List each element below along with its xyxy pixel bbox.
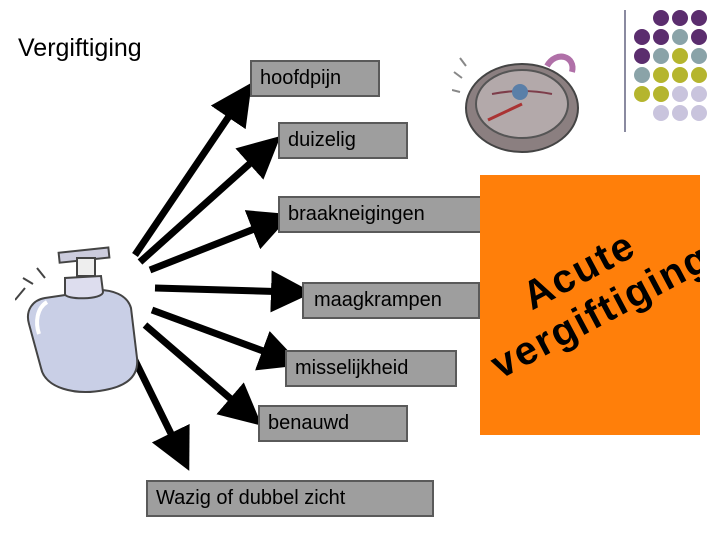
- decor-dot: [691, 29, 707, 45]
- symptom-maagkrampen: maagkrampen: [302, 282, 480, 319]
- dot-grid-decoration: [634, 10, 707, 121]
- decor-dot: [653, 29, 669, 45]
- arrow-misselijkheid: [150, 306, 302, 371]
- decor-dot: [672, 86, 688, 102]
- decor-dot: [653, 10, 669, 26]
- symptom-hoofdpijn: hoofdpijn: [250, 60, 380, 97]
- decor-dot: [653, 105, 669, 121]
- decor-dot: [653, 67, 669, 83]
- stopwatch-icon: [452, 53, 579, 153]
- decor-dot: [672, 67, 688, 83]
- arrow-braakneigingen: [148, 210, 292, 274]
- arrow-maagkrampen: [154, 270, 313, 313]
- symptom-braakneigingen: braakneigingen: [278, 196, 492, 233]
- decor-dot: [672, 29, 688, 45]
- symptom-duizelig: duizelig: [278, 122, 408, 159]
- decor-dot: [691, 10, 707, 26]
- acute-vergiftiging-banner: Acute vergiftiging: [480, 175, 700, 435]
- symptom-wazig-zicht: Wazig of dubbel zicht: [146, 480, 434, 517]
- decor-dot: [691, 48, 707, 64]
- poison-bottle-icon: [15, 246, 139, 393]
- decor-dot: [634, 67, 650, 83]
- decor-dot: [691, 67, 707, 83]
- arrow-benauwd: [142, 322, 262, 426]
- decor-dot: [691, 86, 707, 102]
- decor-dot: [634, 29, 650, 45]
- slide-title: Vergiftiging: [18, 34, 142, 62]
- decor-dot: [672, 10, 688, 26]
- decor-dot: [634, 48, 650, 64]
- decor-dot: [634, 86, 650, 102]
- symptom-misselijkheid: misselijkheid: [285, 350, 457, 387]
- decor-dot: [672, 105, 688, 121]
- decor-dot: [653, 86, 669, 102]
- decor-dot: [672, 48, 688, 64]
- divider-line: [624, 10, 626, 132]
- arrow-hoofdpijn: [132, 82, 252, 257]
- decor-dot: [653, 48, 669, 64]
- decor-dot: [691, 105, 707, 121]
- arrow-duizelig: [137, 135, 281, 265]
- symptom-benauwd: benauwd: [258, 405, 408, 442]
